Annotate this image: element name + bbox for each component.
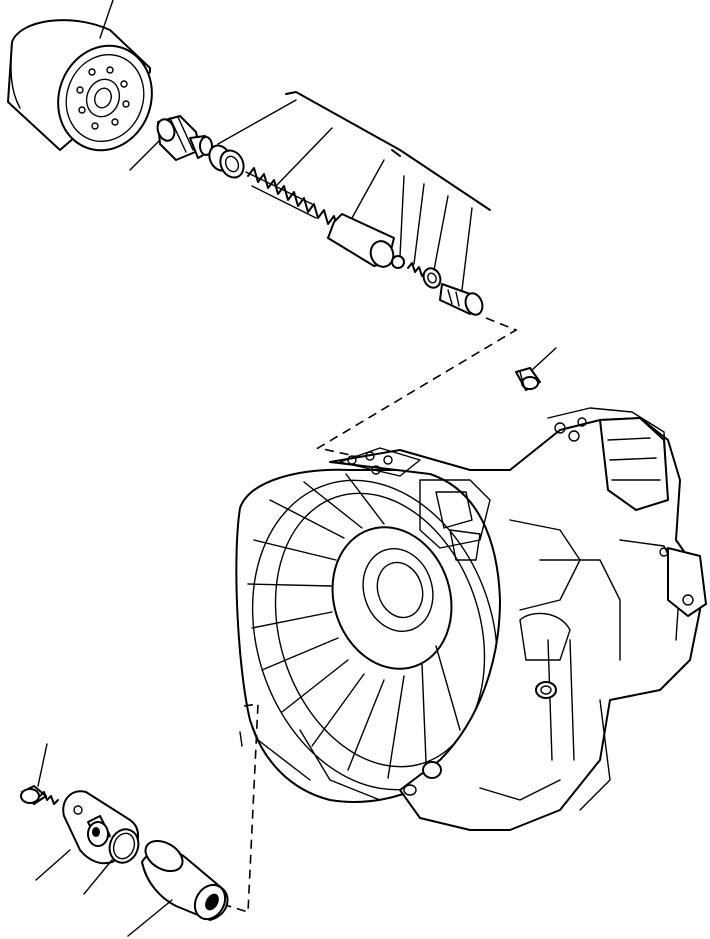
o-ring bbox=[108, 828, 140, 864]
leader-line-housing bbox=[239, 731, 243, 747]
strainer-element bbox=[141, 839, 229, 921]
leader-line-strainer bbox=[127, 899, 173, 937]
leader-line-fitting bbox=[129, 139, 161, 171]
leader-line-plug bbox=[531, 347, 557, 371]
leader-line-oil-filter bbox=[99, 0, 114, 39]
housing-ribs bbox=[247, 473, 461, 779]
cover-bolt bbox=[20, 785, 59, 805]
relief-valve-kit bbox=[208, 91, 491, 316]
transmission-housing bbox=[235, 407, 707, 831]
dashed-connector-top bbox=[315, 317, 518, 469]
leader-line-cover bbox=[35, 849, 71, 881]
leader-line-bolt bbox=[37, 743, 48, 787]
housing-plug bbox=[515, 367, 541, 391]
leader-line-oring bbox=[83, 859, 113, 895]
dashed-connector-bottom bbox=[221, 703, 259, 914]
oil-filter bbox=[7, 19, 153, 152]
filter-fitting bbox=[156, 115, 213, 161]
